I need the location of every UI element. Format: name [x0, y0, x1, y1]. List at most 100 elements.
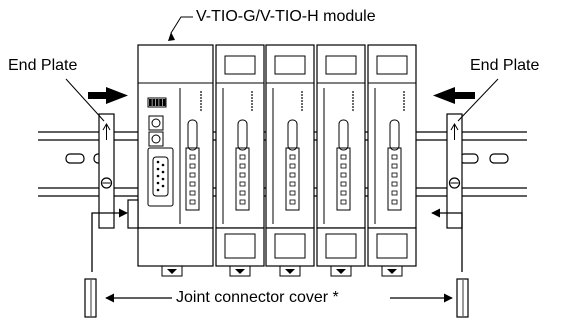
module-4 [316, 44, 366, 277]
bottom-label-window [325, 233, 357, 259]
din-latch [279, 265, 301, 277]
din-latch [161, 265, 183, 277]
led-dot [251, 100, 253, 102]
terminal [289, 190, 296, 196]
module-body [367, 44, 417, 229]
terminal [289, 172, 296, 178]
terminal [189, 199, 196, 205]
terminal-block [185, 147, 200, 211]
top-label-window [274, 55, 306, 75]
terminal [340, 163, 347, 169]
leader-module [170, 16, 193, 34]
led-dot [251, 94, 253, 96]
end-plate-right [446, 113, 463, 229]
module-2 [215, 44, 265, 277]
rotary-switch-icon [151, 134, 161, 144]
led-dot [352, 97, 354, 99]
led-dot [403, 94, 405, 96]
joint-connector-cover-label: Joint connector cover * [176, 289, 339, 306]
end-plate-left-label: End Plate [8, 57, 78, 74]
latch-icon [167, 269, 177, 274]
terminal [239, 181, 246, 187]
switch-frame [148, 115, 164, 131]
module-bottom-cover [137, 227, 214, 267]
bottom-label-window [224, 233, 256, 259]
connector-pin [161, 170, 165, 174]
terminal [289, 181, 296, 187]
terminal [189, 163, 196, 169]
terminal [340, 199, 347, 205]
terminal [289, 163, 296, 169]
module-3 [265, 44, 315, 277]
terminal [239, 172, 246, 178]
terminal [391, 154, 398, 160]
led-dot [251, 109, 253, 111]
terminal [340, 172, 347, 178]
indicator-lamp [187, 119, 198, 151]
indicator-lamp [389, 119, 400, 151]
joint-cover-right [456, 278, 469, 318]
module-body [137, 44, 214, 229]
terminal [391, 199, 398, 205]
din-latch [229, 265, 251, 277]
led-dot [403, 109, 405, 111]
terminal [239, 199, 246, 205]
led-dot [403, 103, 405, 105]
terminal-block [387, 147, 402, 211]
connector-pin [156, 181, 160, 185]
status-led [162, 99, 166, 106]
status-led [149, 99, 152, 106]
led-dot [200, 100, 202, 102]
top-label-window [224, 55, 256, 75]
top-label-window [376, 55, 408, 75]
terminal [289, 154, 296, 160]
connector-pin [156, 188, 160, 192]
led-dot [352, 94, 354, 96]
latch-icon [235, 269, 245, 274]
indicator-lamp [237, 119, 248, 151]
led-frame [147, 97, 167, 108]
bottom-label-window [274, 233, 306, 259]
joint-arrow-right [431, 208, 463, 272]
terminal-block [285, 147, 300, 211]
module-stack [137, 44, 417, 277]
led-dot [403, 97, 405, 99]
led-dot [251, 97, 253, 99]
first-module-side-tab [127, 199, 139, 229]
led-dot [200, 91, 202, 93]
rotary-switch-icon [151, 118, 161, 128]
led-dot [251, 103, 253, 105]
terminal [340, 181, 347, 187]
led-dot [352, 103, 354, 105]
terminal [340, 190, 347, 196]
terminal [340, 154, 347, 160]
joint-cover-left [84, 278, 97, 318]
led-dot [352, 91, 354, 93]
led-dot [200, 109, 202, 111]
module-body [215, 44, 265, 229]
status-led [159, 99, 162, 106]
indicator-lamp [338, 119, 349, 151]
connector-pin [161, 163, 165, 167]
indicator-lamp [287, 119, 298, 151]
led-dot [403, 106, 405, 108]
latch-icon [387, 269, 397, 274]
led-dot [301, 109, 303, 111]
terminal [189, 154, 196, 160]
leader-end-plate-left [65, 78, 105, 122]
status-led [152, 99, 156, 106]
led-dot [200, 97, 202, 99]
connector-pin [156, 160, 160, 164]
serial-connector-shell [152, 156, 169, 197]
led-dot [301, 100, 303, 102]
bottom-label-window [376, 233, 408, 259]
module-body [265, 44, 315, 229]
terminal [239, 163, 246, 169]
led-dot [301, 106, 303, 108]
terminal-block [336, 147, 351, 211]
terminal-block [235, 147, 250, 211]
led-dot [200, 106, 202, 108]
terminal [289, 199, 296, 205]
end-plate-left [98, 113, 115, 229]
connector-pin [161, 184, 165, 188]
